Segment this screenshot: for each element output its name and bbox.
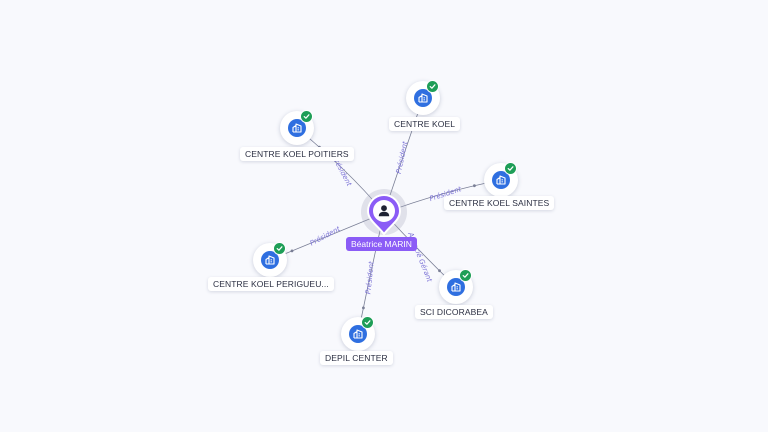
edge-arrow-centre-koel-perigueux <box>290 249 294 253</box>
edge-label-depil-center: Président <box>364 261 375 295</box>
building-icon <box>447 278 465 296</box>
building-icon <box>492 171 510 189</box>
verified-check-icon <box>459 269 472 282</box>
verified-check-icon <box>361 316 374 329</box>
company-node-label: CENTRE KOEL PERIGUEU... <box>208 277 334 291</box>
company-node-label: SCI DICORABEA <box>415 305 493 319</box>
building-icon <box>349 325 367 343</box>
company-node-circle <box>484 162 518 197</box>
company-node-circle <box>406 80 440 115</box>
person-icon <box>378 205 390 217</box>
location-pin-icon <box>367 194 401 236</box>
edge-arrow-sci-dicorabea <box>438 269 441 273</box>
verified-check-icon <box>504 162 517 175</box>
center-person-label: Béatrice MARIN <box>346 237 417 251</box>
company-node-label: CENTRE KOEL POITIERS <box>240 147 354 161</box>
edge-label-centre-koel-perigueux: Président <box>309 225 342 248</box>
building-icon <box>414 89 432 107</box>
company-node-circle <box>280 110 314 145</box>
verified-check-icon <box>273 242 286 255</box>
edge-arrow-depil-center <box>362 306 365 310</box>
company-node-label: CENTRE KOEL <box>389 117 461 131</box>
verified-check-icon <box>426 80 439 93</box>
company-node-label: CENTRE KOEL SAINTES <box>444 196 555 210</box>
edge-arrow-centre-koel-saintes <box>473 184 476 188</box>
company-node-label: DEPIL CENTER <box>320 351 393 365</box>
company-node-circle <box>253 242 287 277</box>
building-icon <box>288 119 306 137</box>
company-node-circle <box>341 316 375 351</box>
building-icon <box>261 251 279 269</box>
verified-check-icon <box>300 110 313 123</box>
edge-label-centre-koel: Président <box>395 140 410 174</box>
company-node-circle <box>439 269 473 304</box>
